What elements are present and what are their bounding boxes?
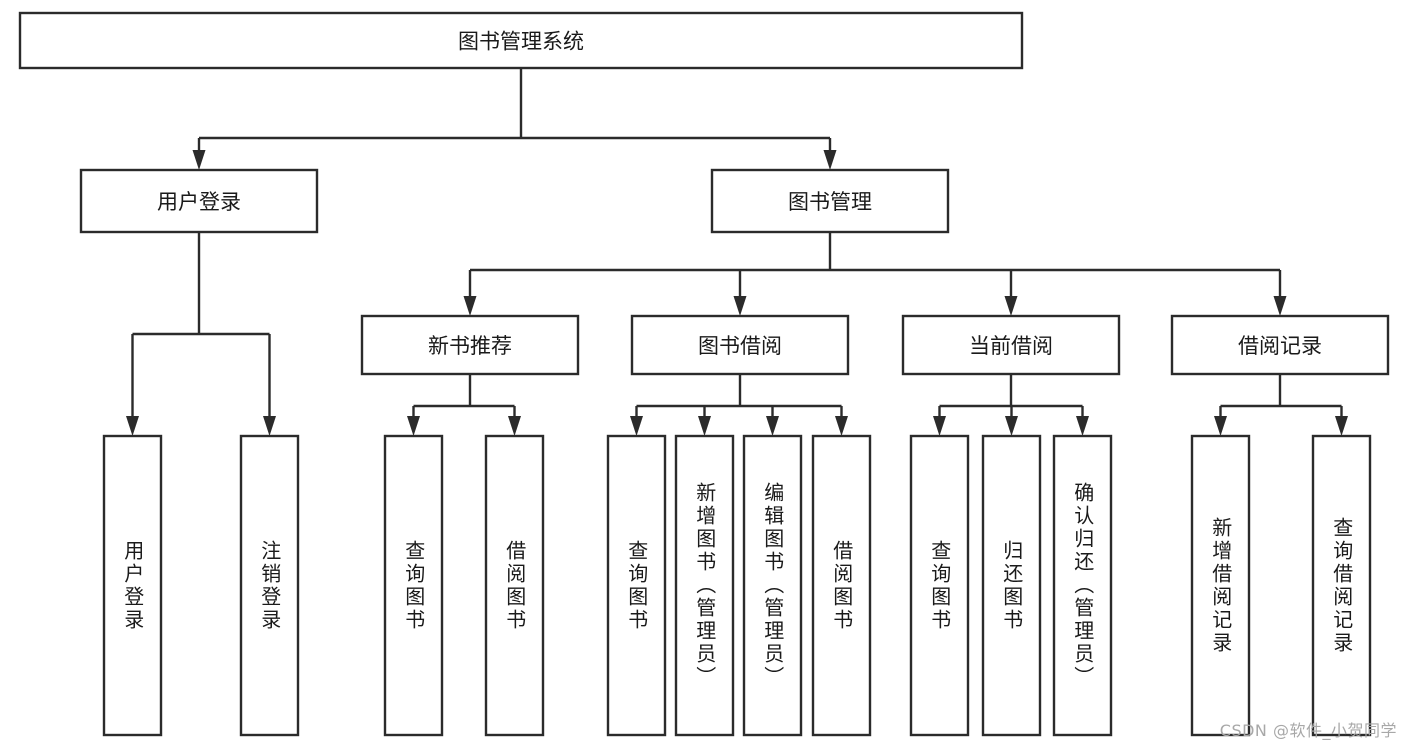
node-box-book-borrow[interactable] <box>630 314 850 376</box>
node-box-leaf-edit-book-admin[interactable] <box>742 434 803 737</box>
node-box-leaf-borrow-book-1[interactable] <box>484 434 545 737</box>
arrow-head-icon <box>1004 296 1018 316</box>
node-label: 图书管理 <box>788 190 872 214</box>
arrow-head-icon <box>1005 416 1018 436</box>
arrow-head-icon <box>835 416 848 436</box>
arrow-head-icon <box>1214 416 1227 436</box>
arrow-head-icon <box>126 416 139 436</box>
connector-record-to-leaves-bus <box>1214 374 1348 436</box>
connector-layer <box>126 68 1348 436</box>
arrow-head-icon <box>933 416 946 436</box>
arrow-head-icon <box>766 416 779 436</box>
arrow-head-icon <box>192 150 206 170</box>
node-box-leaf-return-book[interactable] <box>981 434 1042 737</box>
node-label: 当前借阅 <box>969 334 1053 358</box>
connector-root-to-level2-bus <box>192 68 837 170</box>
node-box-user-login[interactable] <box>79 168 319 234</box>
arrow-head-icon <box>1335 416 1348 436</box>
node-label: 图书管理系统 <box>458 30 584 54</box>
box-layer <box>18 11 1390 737</box>
node-box-leaf-query-book-1[interactable] <box>383 434 444 737</box>
arrow-head-icon <box>508 416 521 436</box>
node-box-book-manage[interactable] <box>710 168 950 234</box>
node-label: 用户登录 <box>157 190 241 214</box>
node-box-borrow-record[interactable] <box>1170 314 1390 376</box>
node-box-leaf-user-login[interactable] <box>102 434 163 737</box>
node-label: 图书借阅 <box>698 334 782 358</box>
connector-borrow-to-leaves-bus <box>630 374 848 436</box>
connector-recommend-to-leaves-bus <box>407 374 521 436</box>
node-box-new-book-recommend[interactable] <box>360 314 580 376</box>
connector-bookmanage-to-level3-bus <box>463 232 1287 316</box>
node-box-leaf-add-book-admin[interactable] <box>674 434 735 737</box>
arrow-head-icon <box>463 296 477 316</box>
arrow-head-icon <box>823 150 837 170</box>
arrow-head-icon <box>263 416 276 436</box>
node-box-root[interactable] <box>18 11 1024 70</box>
arrow-head-icon <box>1273 296 1287 316</box>
node-box-leaf-borrow-book-2[interactable] <box>811 434 872 737</box>
node-box-leaf-query-book-3[interactable] <box>909 434 970 737</box>
node-box-current-borrow[interactable] <box>901 314 1121 376</box>
node-label: 借阅记录 <box>1238 334 1322 358</box>
arrow-head-icon <box>1076 416 1089 436</box>
connector-current-to-leaves-bus <box>933 374 1089 436</box>
arrow-head-icon <box>407 416 420 436</box>
node-box-leaf-query-book-2[interactable] <box>606 434 667 737</box>
node-box-leaf-query-borrow-record[interactable] <box>1311 434 1372 737</box>
node-box-leaf-confirm-return-admin[interactable] <box>1052 434 1113 737</box>
connector-userlogin-to-leaves-bus <box>126 232 276 436</box>
node-box-leaf-user-logout[interactable] <box>239 434 300 737</box>
arrow-head-icon <box>698 416 711 436</box>
node-label: 新书推荐 <box>428 334 512 358</box>
arrow-head-icon <box>630 416 643 436</box>
node-box-leaf-add-borrow-record[interactable] <box>1190 434 1251 737</box>
arrow-head-icon <box>733 296 747 316</box>
